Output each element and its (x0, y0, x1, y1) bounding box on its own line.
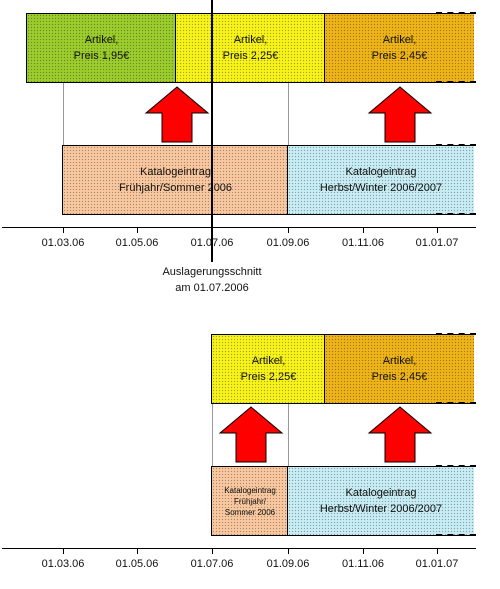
connector-line (63, 83, 64, 145)
up-arrow-icon (144, 86, 210, 143)
timeline-tick (437, 548, 438, 554)
open-end-dash-bottom (436, 81, 476, 83)
open-end-dash-bottom (436, 534, 476, 536)
timeline-tick-label: 01.11.06 (341, 237, 384, 249)
open-end-dash-top (436, 12, 476, 14)
timeline-tick (212, 548, 213, 554)
open-end-dash-top (436, 144, 476, 146)
up-arrow-icon (218, 406, 284, 463)
timeline-tick (137, 548, 138, 554)
timeline-tick-label: 01.09.06 (266, 558, 310, 570)
open-end-dash-top (436, 333, 476, 335)
catalog-autumn-winter-box: Katalogeintrag Herbst/Winter 2006/2007 (287, 145, 474, 215)
open-end-dash-bottom (436, 213, 476, 215)
up-arrow-icon (367, 406, 433, 463)
connector-line (212, 404, 213, 466)
timeline-tick-label: 01.05.06 (115, 558, 159, 570)
cut-label: Auslagerungsschnitt am 01.07.2006 (162, 266, 262, 294)
timeline-tick-label: 01.07.06 (190, 558, 234, 570)
timeline-tick-label: 01.01.07 (415, 237, 459, 249)
cut-line (211, 0, 213, 262)
timeline-tick (63, 548, 64, 554)
timeline-tick-label: 01.03.06 (41, 237, 85, 249)
timeline-axis (2, 227, 476, 228)
timeline-tick-label: 01.03.06 (41, 558, 85, 570)
catalog-spring-summer-box: Katalogeintrag Frühjahr/Sommer 2006 (62, 145, 289, 215)
open-end-dash-bottom (436, 402, 476, 404)
timeline-tick (437, 227, 438, 233)
up-arrow-icon (367, 86, 433, 143)
timeline-tick-label: 01.05.06 (115, 237, 159, 249)
timeline-tick-label: 01.01.07 (415, 558, 459, 570)
timeline-tick-label: 01.09.06 (266, 237, 310, 249)
article-price-225-box: Artikel, Preis 2,25€ (175, 13, 326, 83)
connector-line (288, 404, 289, 466)
article-price-245-box: Artikel, Preis 2,45€ (324, 13, 474, 83)
article-price-245-box: Artikel, Preis 2,45€ (324, 334, 474, 404)
open-end-dash-top (436, 465, 476, 467)
timeline-tick (63, 227, 64, 233)
connector-line (288, 83, 289, 145)
timeline-tick (363, 548, 364, 554)
article-price-195-box: Artikel, Preis 1,95€ (26, 13, 177, 83)
timeline-tick (363, 227, 364, 233)
timeline-axis (2, 548, 476, 549)
timeline-tick (137, 227, 138, 233)
timeline-tick-label: 01.11.06 (341, 558, 384, 570)
timeline-tick (288, 227, 289, 233)
article-price-225-box: Artikel, Preis 2,25€ (211, 334, 326, 404)
catalog-autumn-winter-box: Katalogeintrag Herbst/Winter 2006/2007 (287, 466, 474, 536)
timeline-tick (288, 548, 289, 554)
catalog-spring-summer-box: Katalogeintrag Frühjahr/ Sommer 2006 (211, 466, 289, 536)
